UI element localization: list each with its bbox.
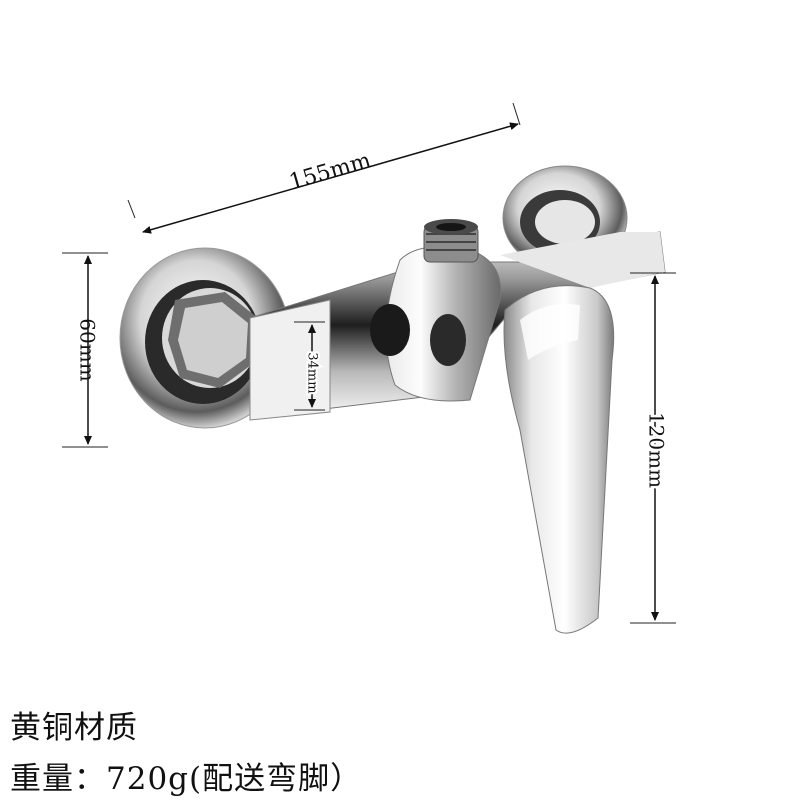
dimension-left-height: 60mm <box>62 252 108 448</box>
dimension-length: 155mm <box>127 102 521 234</box>
right-wall-flange <box>502 165 628 271</box>
dimension-handle: 120mm <box>630 272 676 624</box>
dimension-handle-label: 120mm <box>645 412 669 488</box>
dimension-body-label: 34mm <box>305 352 320 393</box>
dimension-body: 34mm <box>294 321 325 411</box>
dimension-left-height-label: 60mm <box>76 318 100 381</box>
weight-caption: 重量：720g(配送弯脚） <box>10 761 363 797</box>
dimension-length-label: 155mm <box>287 148 374 195</box>
center-diverter <box>370 219 502 402</box>
threaded-outlet <box>423 219 479 263</box>
material-caption: 黄铜材质 <box>10 710 138 746</box>
left-wall-flange <box>119 247 291 429</box>
lever-handle <box>503 285 615 634</box>
